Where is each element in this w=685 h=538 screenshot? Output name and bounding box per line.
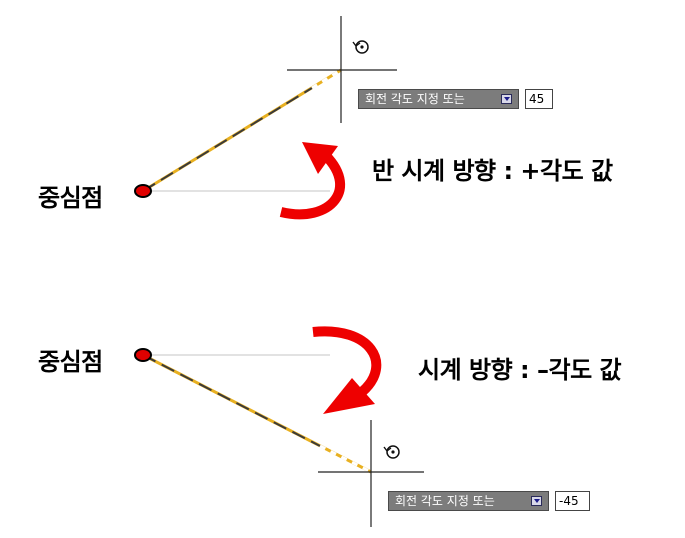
bottom-center-point-label: 중심점	[38, 348, 103, 376]
top-center-point-label: 중심점	[38, 184, 103, 212]
top-rubber-band-line	[142, 68, 342, 193]
top-angle-input[interactable]: 45	[525, 89, 553, 109]
bottom-center-point	[134, 348, 152, 362]
rotate-cursor-icon	[352, 40, 369, 54]
top-prompt-text: 회전 각도 지정 또는	[365, 92, 465, 106]
bottom-angle-input[interactable]: -45	[555, 491, 590, 511]
bottom-prompt-text: 회전 각도 지정 또는	[395, 494, 495, 508]
top-center-point	[134, 184, 152, 198]
bottom-prompt-box: 회전 각도 지정 또는	[388, 491, 549, 511]
bottom-direction-label: 시계 방향 : –각도 값	[418, 356, 622, 384]
bottom-cw-arrow	[312, 326, 382, 414]
top-prompt-box: 회전 각도 지정 또는	[358, 89, 519, 109]
top-crosshair	[287, 16, 397, 123]
dropdown-icon[interactable]	[501, 94, 512, 104]
bottom-crosshair	[318, 420, 424, 527]
top-ccw-arrow	[279, 142, 346, 220]
rotate-cursor-icon	[383, 445, 400, 459]
bottom-rubber-band-line	[142, 353, 372, 474]
top-direction-label: 반 시계 방향 : +각도 값	[372, 157, 613, 185]
dropdown-icon[interactable]	[531, 496, 542, 506]
